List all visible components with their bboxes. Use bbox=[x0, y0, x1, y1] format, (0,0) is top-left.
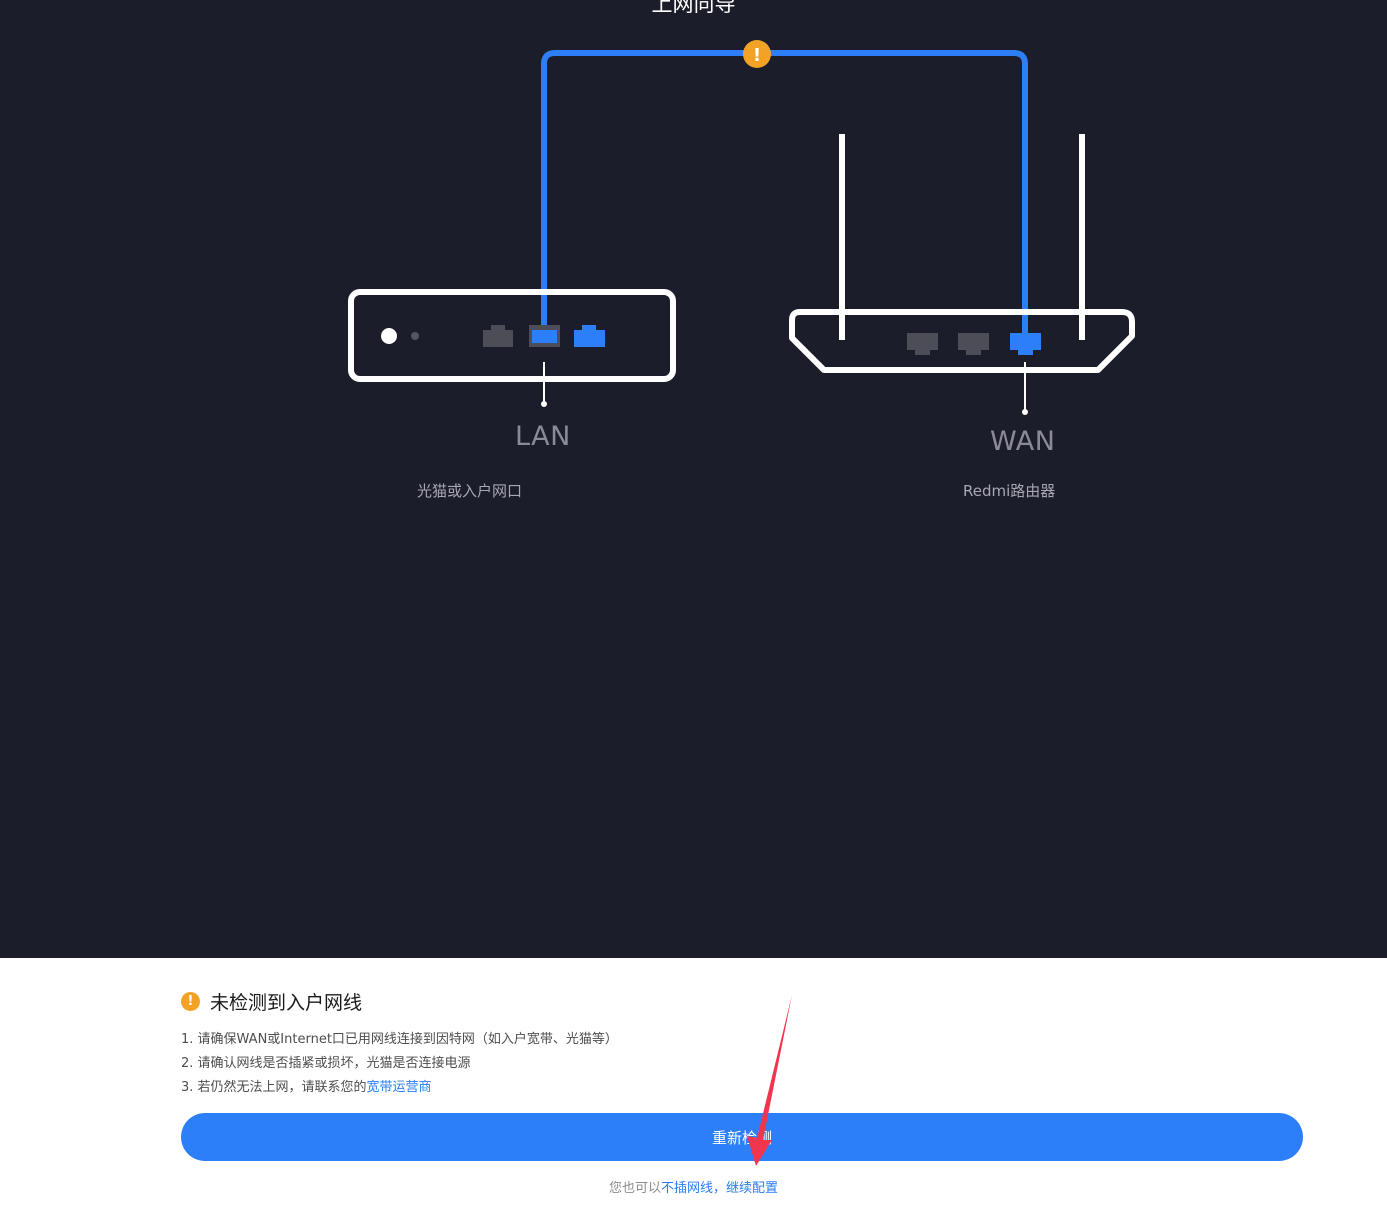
skip-hint: 您也可以不插网线，继续配置 bbox=[608, 1181, 779, 1196]
connection-diagram: ! bbox=[348, 40, 1135, 415]
notice-title: 未检测到入户网线 bbox=[210, 992, 363, 1014]
tip-item: 3. 若仍然无法上网，请联系您的宽带运营商 bbox=[181, 1080, 432, 1095]
lan-port-label: LAN bbox=[515, 421, 571, 452]
setup-diagram-area: 上网向导 ! bbox=[0, 0, 1387, 958]
router-label: Redmi路由器 bbox=[963, 482, 1056, 500]
page-title: 上网向导 bbox=[651, 0, 736, 16]
svg-text:!: ! bbox=[753, 45, 761, 66]
result-panel: ! 未检测到入户网线 1. 请确保WAN或Internet口已用网线连接到因特网… bbox=[0, 958, 1387, 1226]
tips-list: 1. 请确保WAN或Internet口已用网线连接到因特网（如入户宽带、光猫等）… bbox=[181, 1028, 618, 1100]
network-cable bbox=[541, 50, 1028, 342]
retry-button[interactable]: 重新检测 bbox=[181, 1113, 1303, 1161]
isp-link[interactable]: 宽带运营商 bbox=[366, 1080, 432, 1095]
tip-item: 2. 请确认网线是否插紧或损坏，光猫是否连接电源 bbox=[181, 1056, 471, 1071]
tip-item: 1. 请确保WAN或Internet口已用网线连接到因特网（如入户宽带、光猫等） bbox=[181, 1032, 618, 1047]
router-icon bbox=[789, 134, 1135, 415]
modem-label: 光猫或入户网口 bbox=[417, 482, 523, 500]
notice-header: ! 未检测到入户网线 bbox=[181, 988, 362, 1015]
warning-icon: ! bbox=[181, 992, 200, 1011]
modem-icon bbox=[348, 289, 676, 407]
cable-warning-icon: ! bbox=[743, 40, 771, 68]
skip-cable-link[interactable]: 不插网线，继续配置 bbox=[661, 1181, 779, 1196]
wan-port-label: WAN bbox=[990, 426, 1056, 457]
